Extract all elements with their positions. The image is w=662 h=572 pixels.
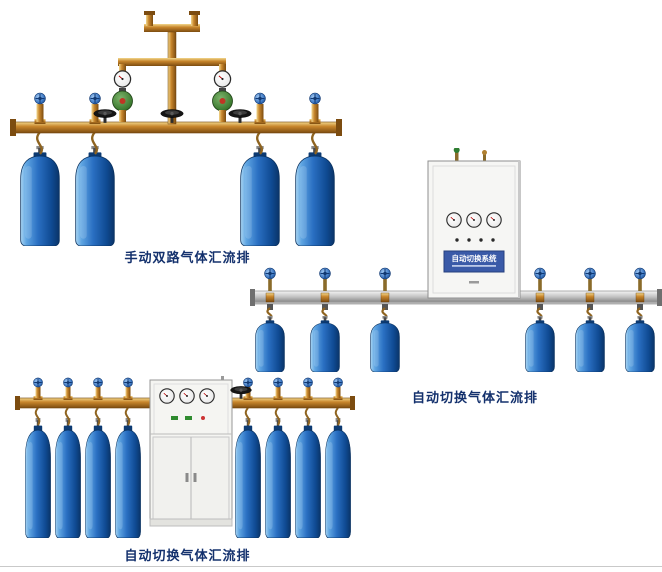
blue-valve-knob-icon (122, 377, 134, 388)
blue-valve-knob-icon (242, 377, 254, 388)
pressure-gauge-icon (159, 388, 175, 404)
door-handle (185, 473, 189, 482)
door-handle (193, 473, 197, 482)
cabinet-handle (469, 281, 479, 284)
blue-valve-knob-icon (379, 267, 391, 280)
blue-valve-knob-icon (272, 377, 284, 388)
gas-cylinder-group (255, 316, 655, 372)
page-bottom-divider (0, 566, 662, 567)
blue-valve-knob-icon (634, 267, 646, 280)
hose-group (36, 131, 318, 155)
auto-switch-floor-illustration (15, 376, 355, 538)
caption-manual-double-manifold: 手动双路气体汇流排 (124, 250, 251, 265)
cylinder-riser-group (34, 92, 321, 122)
pressure-gauge-icon (213, 70, 232, 88)
caption-auto-switch-wall: 自动切换气体汇流排 (411, 390, 538, 405)
black-handwheel-icon (228, 109, 252, 123)
blue-valve-knob-icon (62, 377, 74, 388)
red-indicator (201, 416, 205, 420)
hose-group (34, 407, 341, 426)
product-photo-manual-double-manifold (10, 8, 345, 246)
pressure-gauge-icon (113, 70, 132, 88)
pressure-gauge-icon (199, 388, 215, 404)
blue-valve-knob-icon (319, 267, 331, 280)
blue-valve-knob-icon (89, 92, 101, 105)
blue-valve-knob-icon (264, 267, 276, 280)
black-handwheel-icon (160, 109, 184, 123)
shutoff-valve-group (93, 109, 252, 123)
station-fittings (264, 267, 646, 310)
blue-valve-knob-icon (534, 267, 546, 280)
pressure-gauge-icon (179, 388, 195, 404)
product-photo-auto-switch-wall: 自动切换系统 (250, 148, 662, 386)
cabinet-plate-label: 自动切换系统 (452, 253, 497, 263)
blue-valve-knob-icon (309, 92, 321, 105)
blue-valve-knob-icon (34, 92, 46, 105)
blue-valve-knob-icon (92, 377, 104, 388)
blue-valve-knob-icon (302, 377, 314, 388)
manual-manifold-illustration (10, 11, 342, 246)
control-cabinet (149, 376, 233, 527)
cabinet-name-plate: 自动切换系统 (443, 250, 505, 273)
product-photo-auto-switch-floor (15, 376, 360, 546)
green-indicator (171, 416, 178, 420)
blue-valve-knob-icon (332, 377, 344, 388)
pressure-gauge-icon (446, 212, 462, 228)
green-indicator (185, 416, 192, 420)
auto-switch-wall-illustration: 自动切换系统 (250, 148, 662, 372)
pressure-gauge-icon (486, 212, 502, 228)
caption-auto-switch-floor: 自动切换气体汇流排 (124, 548, 251, 563)
blue-valve-knob-icon (32, 377, 44, 388)
pressure-gauge-icon (466, 212, 482, 228)
blue-valve-knob-icon (254, 92, 266, 105)
regulator-assembly (112, 11, 233, 125)
blue-valve-knob-icon (584, 267, 596, 280)
control-cabinet: 自动切换系统 (427, 148, 521, 299)
